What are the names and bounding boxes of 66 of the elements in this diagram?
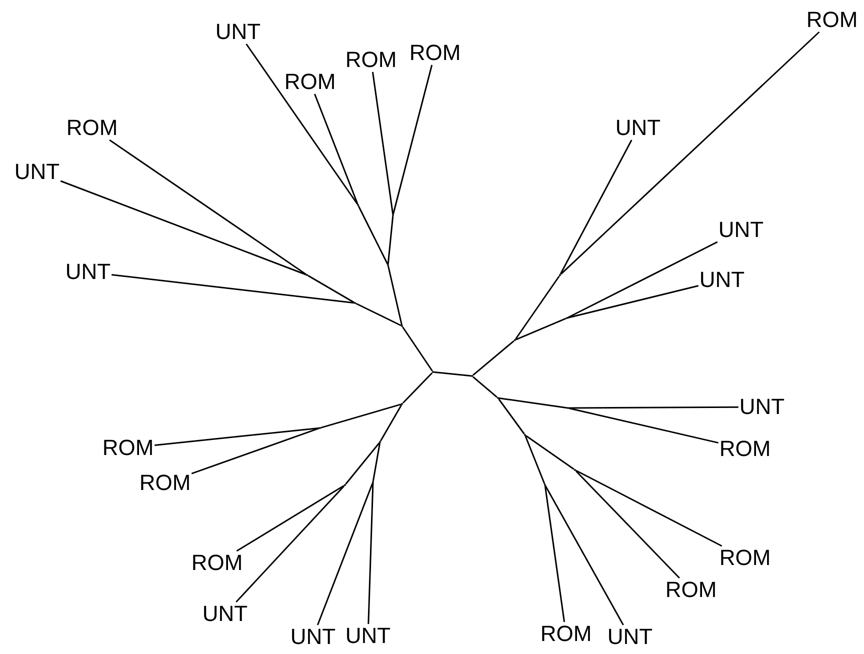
tree-branch: [368, 482, 374, 624]
tree-branch: [516, 318, 566, 340]
tree-branch: [356, 302, 402, 326]
tree-branch: [434, 371, 472, 377]
tree-branch: [236, 484, 344, 552]
leaf-label: ROM: [718, 546, 772, 570]
tree-branch: [387, 216, 394, 264]
tree-branch: [524, 436, 546, 484]
tree-branch: [380, 404, 402, 442]
tree-branch: [316, 482, 374, 626]
leaf-label: UNT: [738, 395, 786, 419]
leaf-label: UNT: [614, 116, 662, 140]
tree-branch: [569, 406, 738, 409]
tree-branch: [60, 180, 306, 276]
tree-branch: [568, 241, 718, 318]
leaf-label: ROM: [283, 70, 337, 94]
tree-branch: [472, 376, 498, 398]
tree-branch: [560, 31, 820, 275]
tree-branch: [308, 274, 354, 304]
tree-branch: [191, 428, 320, 474]
tree-branch: [568, 285, 699, 318]
leaf-label: ROM: [408, 41, 462, 65]
leaf-label: ROM: [539, 622, 593, 646]
leaf-label: ROM: [805, 8, 859, 32]
tree-branch: [372, 72, 394, 214]
tree-branch: [472, 340, 514, 376]
tree-branch: [498, 397, 568, 409]
leaf-label: ROM: [344, 48, 398, 72]
tree-branch: [560, 140, 632, 274]
leaf-label: ROM: [664, 578, 718, 602]
tree-branch: [320, 404, 402, 428]
leaf-label: UNT: [717, 218, 765, 242]
tree-branch: [358, 206, 388, 264]
tree-branch: [109, 139, 306, 275]
leaf-label: UNT: [698, 268, 746, 292]
tree-branch: [345, 442, 380, 484]
leaf-label: UNT: [214, 20, 262, 44]
tree-branch: [112, 274, 354, 304]
tree-branch: [402, 326, 433, 372]
tree-branch: [246, 44, 358, 204]
leaf-label: UNT: [606, 625, 654, 649]
leaf-label: UNT: [344, 624, 392, 648]
tree-branch: [314, 94, 358, 204]
leaf-label: ROM: [65, 116, 119, 140]
tree-branch: [544, 486, 566, 622]
leaf-label: ROM: [718, 437, 772, 461]
tree-branch: [498, 398, 525, 434]
leaf-label: ROM: [138, 471, 192, 495]
tree-branch: [526, 435, 574, 470]
tree-branch: [402, 372, 433, 404]
leaf-label: UNT: [64, 260, 112, 284]
leaf-label: ROM: [101, 436, 155, 460]
tree-branch: [576, 470, 722, 547]
tree-branch: [568, 408, 718, 444]
tree-branch: [388, 266, 402, 326]
tree-branch: [236, 485, 345, 603]
tree-branch: [575, 470, 680, 579]
leaf-label: ROM: [190, 551, 244, 575]
leaf-label: UNT: [201, 602, 249, 626]
tree-branch: [544, 486, 624, 626]
tree-branch: [154, 427, 320, 446]
leaf-label: UNT: [13, 160, 61, 184]
leaf-label: UNT: [289, 625, 337, 649]
tree-branch: [515, 276, 560, 340]
tree-branch: [372, 442, 381, 482]
tree-branch: [392, 64, 433, 214]
